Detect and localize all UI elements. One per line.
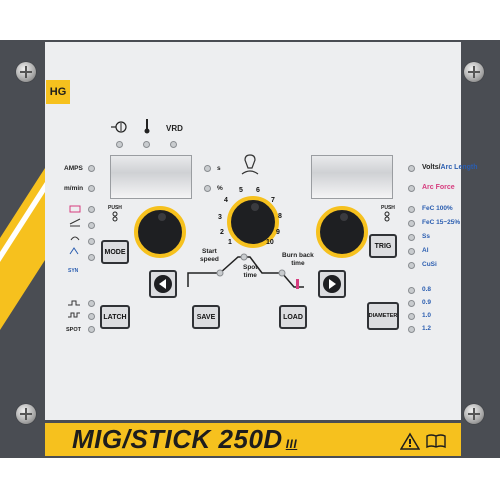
scale-3: 3 — [218, 214, 222, 221]
current-knob[interactable] — [134, 206, 186, 258]
led-mode-4 — [88, 254, 95, 261]
diameter-button[interactable]: DIAMETER — [367, 302, 399, 330]
led-2t — [88, 300, 95, 307]
manual-book-icon — [426, 434, 446, 449]
scale-10: 10 — [266, 239, 274, 246]
scale-7: 7 — [271, 197, 275, 204]
warning-icon — [400, 432, 420, 450]
scale-2: 2 — [220, 229, 224, 236]
torch-icon — [241, 154, 259, 175]
voltage-knob[interactable] — [227, 196, 279, 248]
brand-logo: HG — [46, 80, 70, 104]
mode-button[interactable]: MODE — [101, 240, 129, 264]
diameter-option: 1.0 — [422, 312, 432, 319]
push-label-right: PUSH — [381, 205, 395, 211]
seconds-unit: s — [217, 165, 221, 172]
volts-label: Volts/Arc Length — [422, 164, 478, 171]
led-amps — [88, 165, 95, 172]
diameter-option: 1.2 — [422, 325, 432, 332]
vrd-label: VRD — [166, 124, 183, 133]
led-dia-1 — [408, 287, 415, 294]
scale-6: 6 — [256, 187, 260, 194]
screw-icon — [16, 404, 36, 424]
process-icons — [69, 205, 81, 255]
scale-4: 4 — [224, 197, 228, 204]
led-gas-5 — [408, 262, 415, 269]
led-volts — [408, 165, 415, 172]
led-dia-3 — [408, 313, 415, 320]
amps-label: AMPS — [64, 165, 83, 172]
led-percent — [204, 185, 211, 192]
screw-icon — [464, 404, 484, 424]
scale-5: 5 — [239, 187, 243, 194]
trig-button[interactable]: TRIG — [369, 234, 397, 258]
led-gas-2 — [408, 220, 415, 227]
led-4t — [88, 313, 95, 320]
arrow-right-icon — [323, 275, 341, 293]
led-mode-3 — [88, 238, 95, 245]
voltage-input-icon — [111, 121, 127, 133]
led-gas-3 — [408, 234, 415, 241]
led-arc-force — [408, 185, 415, 192]
gas-option: Al — [422, 247, 429, 254]
model-suffix: III — [285, 437, 298, 451]
led-gas-4 — [408, 248, 415, 255]
gas-option: FeC 15~25% — [422, 219, 461, 226]
screw-icon — [464, 62, 484, 82]
led-thermal — [143, 141, 150, 148]
push-icon — [112, 211, 118, 222]
gas-option: CuSi — [422, 261, 437, 268]
left-display — [110, 155, 192, 199]
diameter-option: 0.8 — [422, 286, 432, 293]
percent-unit: % — [217, 185, 223, 192]
right-display — [311, 155, 393, 199]
led-gas-1 — [408, 206, 415, 213]
led-vrd — [170, 141, 177, 148]
trigger-mode-icons — [68, 300, 80, 318]
led-dia-2 — [408, 300, 415, 307]
led-seconds — [204, 165, 211, 172]
scale-8: 8 — [278, 213, 282, 220]
spot-mode-label: SPOT — [66, 327, 81, 333]
led-mode-2 — [88, 222, 95, 229]
inductance-knob[interactable] — [316, 206, 368, 258]
diameter-option: 0.9 — [422, 299, 432, 306]
led-mode-1 — [88, 206, 95, 213]
arrow-left-icon — [154, 275, 172, 293]
led-dia-4 — [408, 326, 415, 333]
white-stripe — [0, 182, 45, 262]
arc-force-label: Arc Force — [422, 184, 455, 191]
save-button[interactable]: SAVE — [192, 305, 220, 329]
led-spot — [88, 326, 95, 333]
load-button[interactable]: LOAD — [279, 305, 307, 329]
scale-1: 1 — [228, 239, 232, 246]
right-arrow-button[interactable] — [318, 270, 346, 298]
led-voltage — [116, 141, 123, 148]
title-bar — [45, 423, 461, 456]
gas-option: Ss — [422, 233, 430, 240]
push-label-left: PUSH — [108, 205, 122, 211]
syn-label: SYN — [68, 268, 79, 274]
mmin-label: m/min — [64, 185, 84, 192]
scale-9: 9 — [276, 229, 280, 236]
screw-icon — [16, 62, 36, 82]
left-arrow-button[interactable] — [149, 270, 177, 298]
timing-diagram — [187, 253, 304, 289]
thermometer-icon — [144, 119, 150, 134]
push-icon — [384, 211, 390, 222]
led-mmin — [88, 185, 95, 192]
latch-button[interactable]: LATCH — [100, 305, 130, 329]
gas-option: FeC 100% — [422, 205, 453, 212]
